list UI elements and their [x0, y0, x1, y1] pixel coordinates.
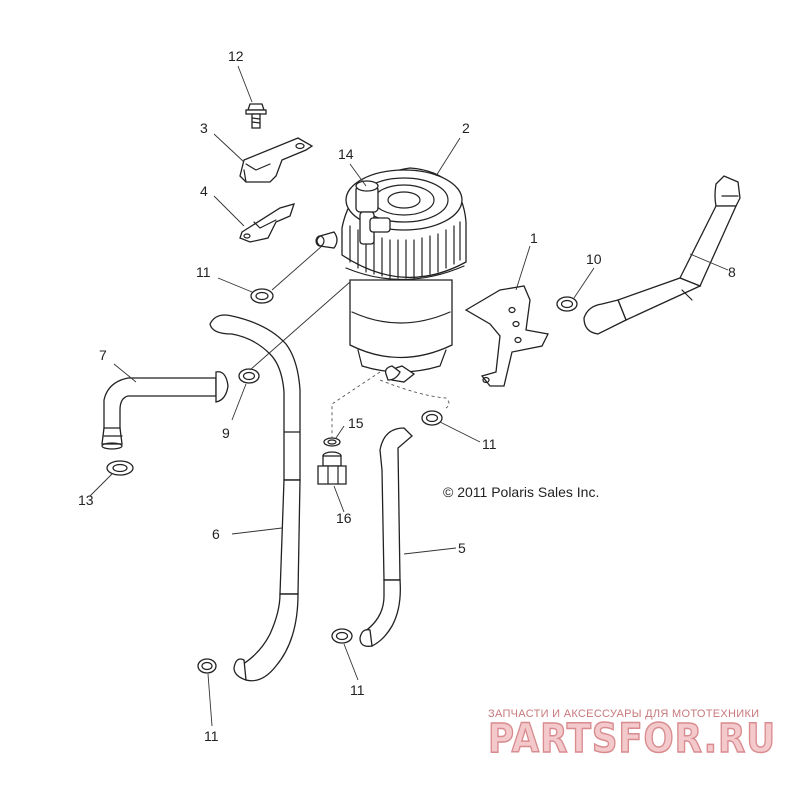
- canister-ribs: [349, 221, 461, 279]
- bracket-part-4: [239, 203, 296, 243]
- callout-15: 15: [348, 415, 364, 431]
- mount-bracket-part-1: [464, 285, 549, 387]
- callout-10: 10: [586, 251, 602, 267]
- callout-1: 1: [530, 230, 538, 246]
- callout-3: 3: [200, 120, 208, 136]
- bracket-part-3: [239, 137, 314, 183]
- callout-11-d: 11: [204, 728, 219, 744]
- callout-16: 16: [336, 510, 352, 526]
- leader-lines: [89, 65, 729, 727]
- drain-valve-part-16: [317, 451, 347, 485]
- callout-14: 14: [338, 146, 354, 162]
- callout-11-a: 11: [196, 264, 211, 280]
- callout-8: 8: [728, 264, 736, 280]
- hose-part-6: [209, 314, 301, 682]
- washer-part-15: [323, 437, 341, 447]
- clamp-part-13: [106, 460, 134, 476]
- clamp-part-11-a: [250, 288, 274, 304]
- callout-4: 4: [200, 183, 208, 199]
- clamp-part-11-b: [421, 410, 443, 426]
- callout-6: 6: [212, 526, 220, 542]
- callout-12: 12: [228, 48, 244, 64]
- watermark-brand: PARTSFOR.RU: [488, 716, 776, 762]
- callout-11-c: 11: [350, 682, 365, 698]
- callout-13: 13: [78, 492, 94, 508]
- callout-7: 7: [99, 347, 107, 363]
- bolt-part-12: [245, 103, 267, 129]
- watermark: ЗАПЧАСТИ И АКСЕССУАРЫ ДЛЯ МОТОТЕХНИКИ PA…: [487, 708, 776, 763]
- callout-labels: 12 3 4 2 14 1 10 8 11 7 9 15 11 13 16 6 …: [78, 48, 736, 744]
- clamp-part-9: [238, 368, 260, 384]
- clamp-part-11-d: [197, 658, 217, 674]
- clamp-part-10: [556, 296, 578, 312]
- valve-part-14: [355, 180, 391, 245]
- callout-11-b: 11: [482, 436, 497, 452]
- assembly-line-drain: [331, 371, 381, 438]
- canister-nozzle: [315, 231, 338, 249]
- hose-part-5: [359, 427, 413, 647]
- assembly-line-hose: [379, 379, 450, 409]
- callout-2: 2: [462, 120, 470, 136]
- copyright-notice: © 2011 Polaris Sales Inc.: [443, 484, 599, 500]
- callout-5: 5: [458, 540, 466, 556]
- hose-part-7: [101, 371, 229, 450]
- clamp-part-11-c: [331, 628, 353, 644]
- watermark-tagline: ЗАПЧАСТИ И АКСЕССУАРЫ ДЛЯ МОТОТЕХНИКИ: [488, 708, 759, 720]
- callout-9: 9: [222, 425, 230, 441]
- hose-part-8: [583, 175, 741, 335]
